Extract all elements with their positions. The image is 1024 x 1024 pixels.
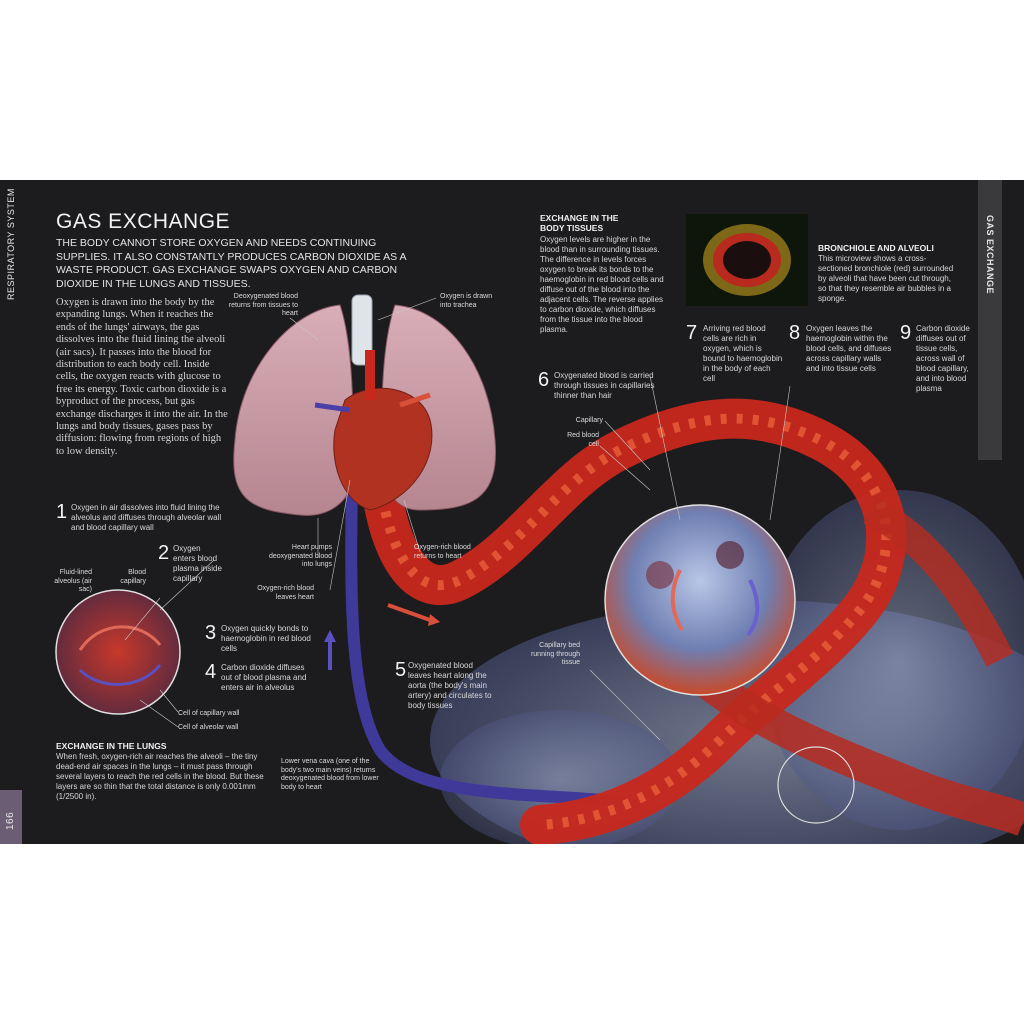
tissue-capillary-inset <box>604 504 796 696</box>
step-4-text: Carbon dioxide diffuses out of blood pla… <box>221 663 307 692</box>
step-3-number: 3 <box>205 622 217 644</box>
step-2-number: 2 <box>158 542 170 564</box>
exchange-lungs-text: When fresh, oxygen-rich air reaches the … <box>56 752 264 801</box>
label-vena-cava: Lower vena cava (one of the body's two m… <box>281 758 379 791</box>
left-side-tab: RESPIRATORY SYSTEM 166 <box>0 180 22 844</box>
step-8-number: 8 <box>789 322 801 344</box>
step-7-text: Arriving red blood cells are rich in oxy… <box>703 324 783 383</box>
label-oxygen-rich-leaves: Oxygen-rich blood leaves heart <box>257 585 314 601</box>
label-capillary: Capillary <box>575 417 603 424</box>
exchange-tissues-text: Oxygen levels are higher in the blood th… <box>540 235 664 334</box>
right-side-tab: GAS EXCHANGE <box>978 180 1002 460</box>
step-6-number: 6 <box>538 369 550 391</box>
label-deoxygenated-returns: Deoxygenated blood returns from tissues … <box>228 293 298 317</box>
heart-illustration <box>314 350 433 511</box>
bronchiole-heading: BRONCHIOLE AND ALVEOLI <box>818 243 934 253</box>
label-cell-alveolar-wall: Cell of alveolar wall <box>178 724 239 731</box>
exchange-tissues-heading: EXCHANGE IN THE BODY TISSUES <box>540 213 619 233</box>
step-4-number: 4 <box>205 661 217 683</box>
step-1-text: Oxygen in air dissolves into fluid linin… <box>71 503 222 532</box>
label-blood-capillary: Blood capillary <box>120 569 146 585</box>
step-9-number: 9 <box>900 322 912 344</box>
body-text: Oxygen is drawn into the body by the exp… <box>56 297 228 457</box>
microscope-image <box>686 214 808 306</box>
step-7-number: 7 <box>686 322 698 344</box>
page-title: GAS EXCHANGE <box>56 210 231 233</box>
trachea <box>351 294 373 366</box>
step-5-number: 5 <box>395 659 407 681</box>
label-red-blood-cell: Red blood cell <box>567 432 599 448</box>
section-label-right: GAS EXCHANGE <box>985 215 995 295</box>
label-heart-pumps: Heart pumps deoxygenated blood into lung… <box>268 544 332 568</box>
step-8-text: Oxygen leaves the haemoglobin within the… <box>806 324 892 373</box>
page-number-tab: 166 <box>0 790 22 844</box>
step-3-text: Oxygen quickly bonds to haemoglobin in r… <box>221 624 311 653</box>
artwork <box>55 214 1024 844</box>
label-capillary-bed: Capillary bed running through tissue <box>530 642 580 666</box>
lung-alveolus-inset <box>55 589 181 715</box>
step-1-number: 1 <box>56 501 68 523</box>
page-number: 166 <box>5 811 16 830</box>
label-cell-capillary-wall: Cell of capillary wall <box>178 710 240 717</box>
vena-cava-vein <box>345 474 646 811</box>
bronchiole-text: This microview shows a cross-sectioned b… <box>818 254 954 303</box>
label-oxygen-trachea: Oxygen is drawn into trachea <box>440 293 493 309</box>
step-5-text: Oxygenated blood leaves heart along the … <box>408 661 492 710</box>
step-6-text: Oxygenated blood is carried through tiss… <box>554 371 655 400</box>
capillary-bed-highlight <box>777 746 855 824</box>
book-spread: RESPIRATORY SYSTEM 166 GAS EXCHANGE GAS … <box>0 180 1024 844</box>
label-oxygen-rich-returns: Oxygen-rich blood returns to heart <box>414 544 471 560</box>
step-9-text: Carbon dioxide diffuses out of tissue ce… <box>916 324 970 393</box>
section-label-left: RESPIRATORY SYSTEM <box>6 188 16 300</box>
intro-text: THE BODY CANNOT STORE OXYGEN AND NEEDS C… <box>56 237 406 290</box>
exchange-lungs-heading: EXCHANGE IN THE LUNGS <box>56 741 167 751</box>
label-fluid-lined-alveolus: Fluid-lined alveolus (air sac) <box>54 569 92 593</box>
step-2-text: Oxygen enters blood plasma inside capill… <box>173 544 222 583</box>
